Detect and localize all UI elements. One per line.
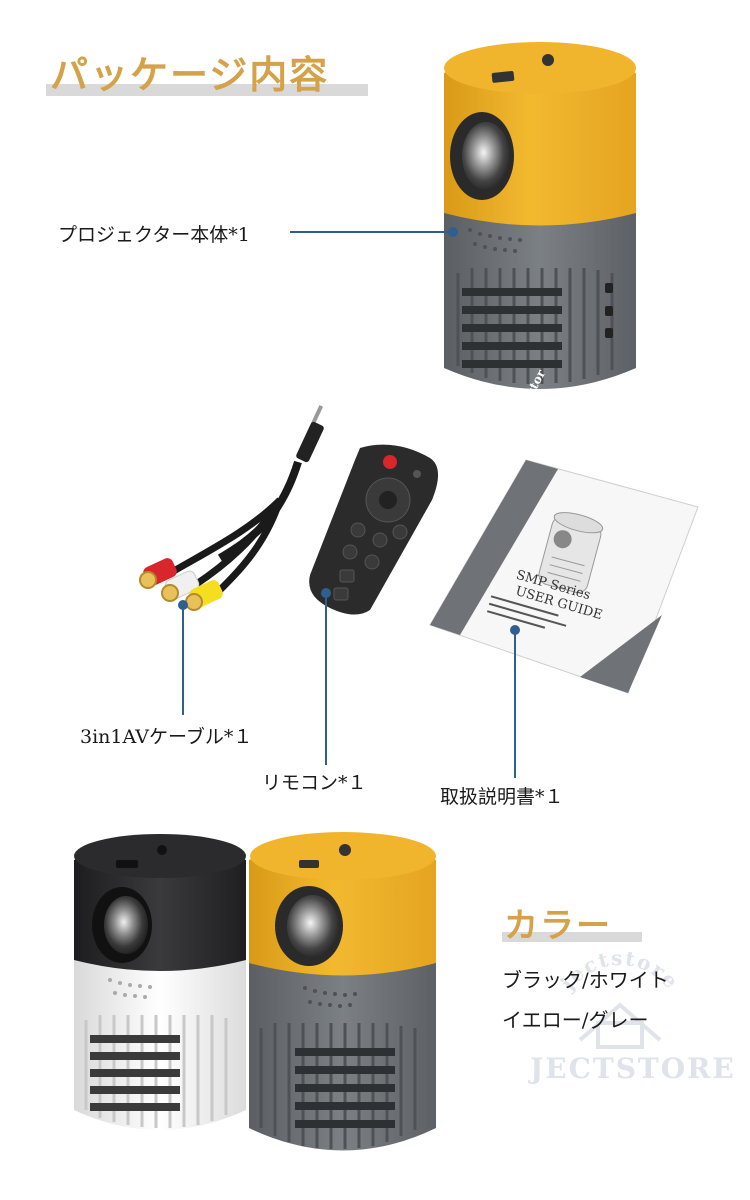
callout-line-av-cable xyxy=(182,605,184,715)
callout-line-remote xyxy=(325,593,327,765)
label-manual: 取扱説明書*１ xyxy=(440,786,564,808)
title-underbar xyxy=(46,84,368,96)
projector-yellow-gray-image xyxy=(249,832,436,1151)
watermark-brand: JECTSTORE xyxy=(530,1052,736,1085)
user-manual-image xyxy=(429,459,699,694)
label-projector: プロジェクター本体*1 xyxy=(58,224,250,246)
label-remote: リモコン*１ xyxy=(262,772,367,794)
remote-control-image xyxy=(309,444,439,615)
color-title: カラー xyxy=(502,898,652,950)
title-underbar xyxy=(502,932,642,942)
projector-main-image xyxy=(444,42,636,389)
color-title-text: カラー xyxy=(504,906,612,946)
callout-line-manual xyxy=(514,630,516,778)
color-option-black-white: ブラック/ホワイト xyxy=(502,968,669,992)
store-watermark-logo: jectstore xyxy=(554,946,682,1049)
package-title-text: パッケージ内容 xyxy=(50,52,330,97)
callout-line-projector xyxy=(290,231,452,233)
projector-black-white-image xyxy=(74,834,246,1130)
label-av-cable: 3in1AVケーブル*１ xyxy=(80,726,253,748)
package-title: パッケージ内容 xyxy=(46,44,376,104)
callout-dot-projector xyxy=(448,227,458,237)
color-option-yellow-gray: イエロー/グレー xyxy=(502,1008,649,1032)
